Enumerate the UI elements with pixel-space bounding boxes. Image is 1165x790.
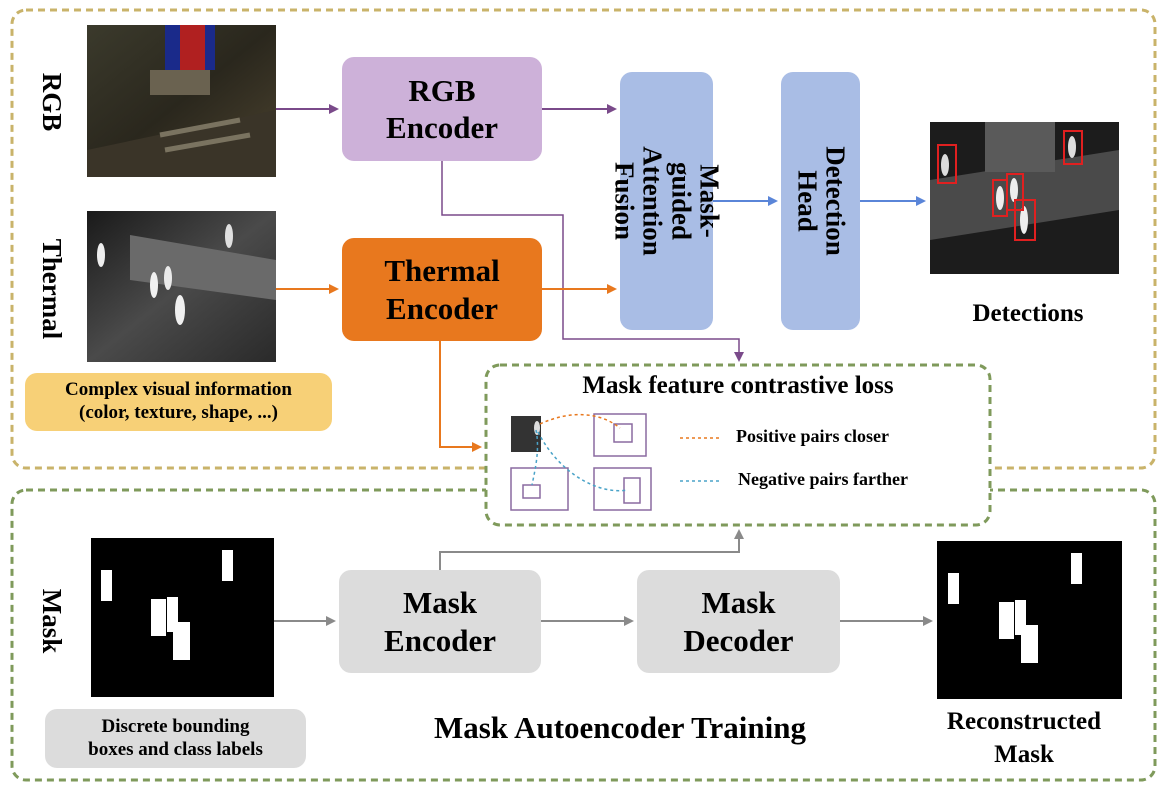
complex-info-note: Complex visual information (color, textu… — [25, 373, 332, 431]
thermal-image — [87, 211, 276, 362]
rgb-image — [87, 25, 276, 177]
fusion-block: Mask-guided Attention Fusion — [609, 72, 724, 330]
negative-pairs-label: Negative pairs farther — [738, 469, 908, 489]
contrastive-title: Mask feature contrastive loss — [582, 372, 894, 399]
positive-pairs-label: Positive pairs closer — [736, 426, 889, 446]
contrastive-thumbnails — [510, 413, 722, 511]
mask-decoder-block: Mask Decoder — [637, 570, 840, 673]
contrastive-region-border — [484, 363, 992, 527]
bbox-2 — [1063, 130, 1083, 165]
training-label: Mask Autoencoder Training — [433, 710, 807, 745]
bbox-5 — [1014, 199, 1036, 241]
mask-encoder-block: Mask Encoder — [339, 570, 541, 673]
discrete-boxes-note: Discrete bounding boxes and class labels — [45, 709, 306, 768]
arrow-maskenc-to-contrastive — [439, 529, 744, 570]
reconstructed-mask-image — [937, 541, 1122, 699]
detection-head-label: Detection Head — [791, 146, 850, 256]
mask-input-image — [91, 538, 274, 697]
detection-region-border — [10, 8, 1157, 470]
mask-label: Mask — [37, 588, 67, 654]
detections-image — [930, 122, 1119, 274]
fusion-label: Mask-guided Attention Fusion — [609, 146, 725, 256]
detection-head-block: Detection Head — [781, 72, 860, 330]
rgb-encoder-block: RGB Encoder — [342, 57, 542, 161]
rgb-label: RGB — [37, 72, 67, 132]
bbox-1 — [937, 144, 957, 184]
reconstructed-mask-caption: Reconstructed Mask — [946, 708, 1102, 768]
detections-caption: Detections — [972, 300, 1084, 327]
arrow-thermalenc-to-contrastive — [439, 341, 482, 452]
thermal-label: Thermal — [37, 238, 67, 340]
thermal-encoder-block: Thermal Encoder — [342, 238, 542, 341]
arrow-rgbenc-to-contrastive — [441, 161, 744, 362]
negative-pair-link-2 — [537, 431, 629, 492]
